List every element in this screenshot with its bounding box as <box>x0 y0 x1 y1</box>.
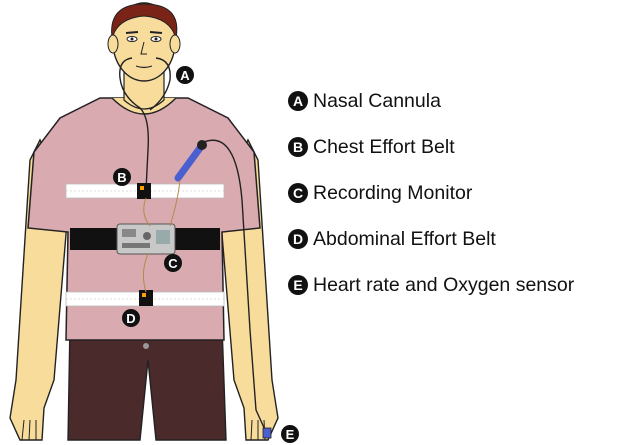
shorts <box>68 325 226 440</box>
legend-badge-b: B <box>288 137 308 157</box>
svg-text:C: C <box>168 256 178 271</box>
legend-item-nasal-cannula: A Nasal Cannula <box>288 78 633 124</box>
legend-item-chest-effort-belt: B Chest Effort Belt <box>288 124 633 170</box>
legend-label-recording-monitor: Recording Monitor <box>313 182 472 205</box>
legend-label-heart-rate-oxygen-sensor: Heart rate and Oxygen sensor <box>313 274 574 297</box>
svg-text:A: A <box>180 68 190 83</box>
legend-label-abdominal-effort-belt: Abdominal Effort Belt <box>313 228 496 251</box>
chest-belt-sensor <box>137 183 151 199</box>
callout-badge-a: A <box>176 66 194 84</box>
right-ear <box>170 35 180 53</box>
legend: A Nasal Cannula B Chest Effort Belt C Re… <box>288 78 633 308</box>
legend-item-heart-rate-oxygen-sensor: E Heart rate and Oxygen sensor <box>288 262 633 308</box>
left-ear <box>108 35 118 53</box>
svg-text:D: D <box>126 311 135 326</box>
legend-badge-e: E <box>288 275 308 295</box>
legend-badge-d: D <box>288 229 308 249</box>
legend-label-nasal-cannula: Nasal Cannula <box>313 90 441 113</box>
callout-badge-c: C <box>164 254 182 272</box>
legend-badge-c: C <box>288 183 308 203</box>
finger-sensor <box>263 428 271 438</box>
svg-text:B: B <box>117 170 126 185</box>
legend-badge-a: A <box>288 91 308 111</box>
svg-text:E: E <box>286 427 295 442</box>
callout-badge-e: E <box>281 425 299 443</box>
shorts-button <box>143 343 149 349</box>
legend-label-chest-effort-belt: Chest Effort Belt <box>313 136 455 159</box>
legend-item-abdominal-effort-belt: D Abdominal Effort Belt <box>288 216 633 262</box>
callout-badge-d: D <box>122 309 140 327</box>
abdominal-belt-sensor <box>139 290 153 306</box>
callout-badge-b: B <box>113 168 131 186</box>
legend-item-recording-monitor: C Recording Monitor <box>288 170 633 216</box>
